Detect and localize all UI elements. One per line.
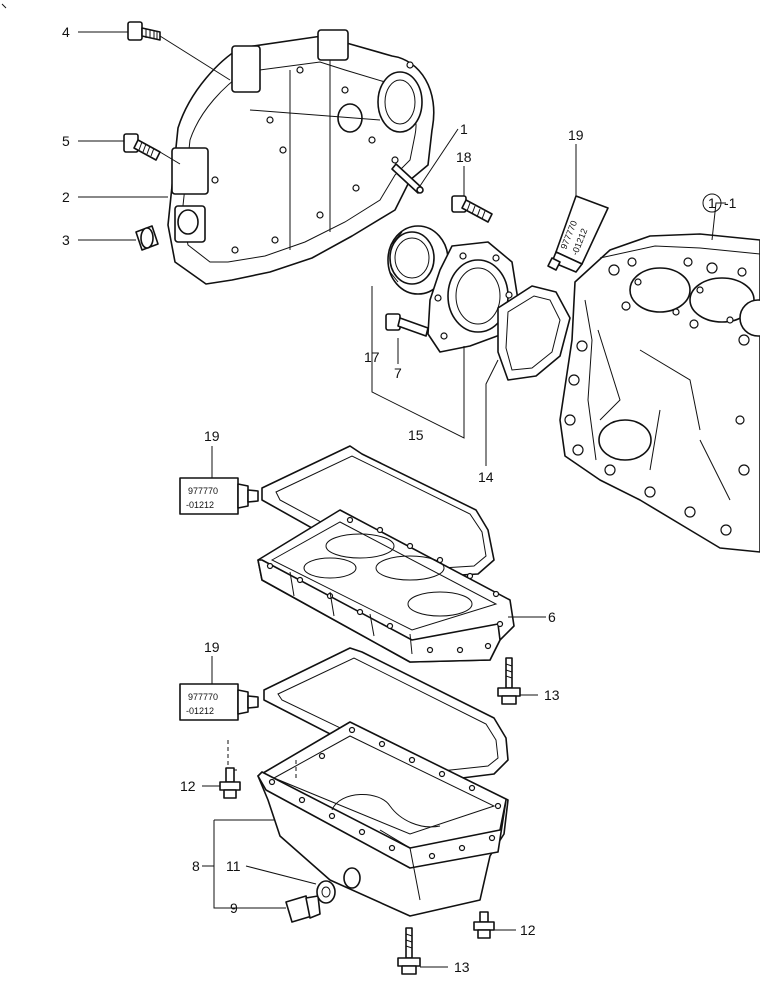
sealant-tube-2: 977770 -01212 <box>179 683 259 721</box>
callout-2: 2 <box>62 189 70 205</box>
callout-12-left: 12 <box>180 778 196 794</box>
callout-numbers: 4 5 2 3 1 18 19 1 -1 17 7 15 14 19 6 19 … <box>62 24 737 975</box>
bolt-7 <box>385 313 429 337</box>
callout-19-low: 19 <box>204 639 220 655</box>
bolt-18 <box>451 195 493 223</box>
callout-18: 18 <box>456 149 472 165</box>
corner-mark <box>1 3 7 9</box>
washer <box>316 880 336 904</box>
gasket-14 <box>497 285 571 381</box>
callout-6: 6 <box>548 609 556 625</box>
callout-17: 17 <box>364 349 380 365</box>
reference-circle-number: 1 <box>708 195 716 211</box>
callout-13-lower: 13 <box>454 959 470 975</box>
callout-7: 7 <box>394 365 402 381</box>
oil-pan-adapter <box>257 509 515 663</box>
callout-4: 4 <box>62 24 70 40</box>
callout-15: 15 <box>408 427 424 443</box>
callout-9: 9 <box>230 900 238 916</box>
callout-8: 8 <box>192 858 200 874</box>
engine-block <box>559 233 760 553</box>
tube1-code-line2: -01212 <box>186 500 214 510</box>
callout-12-right: 12 <box>520 922 536 938</box>
tube1-code-line1: 977770 <box>188 486 218 496</box>
callout-11: 11 <box>226 858 241 874</box>
bolt-12-right <box>473 911 495 939</box>
oil-pan <box>227 721 509 917</box>
tube2-code-line2: -01212 <box>186 706 214 716</box>
bolt-4 <box>127 21 161 41</box>
callout-1: 1 <box>460 121 468 137</box>
reference-circle <box>702 193 722 213</box>
bolt-13-upper <box>497 657 521 705</box>
callout-13-upper: 13 <box>544 687 560 703</box>
sealant-tube-1: 977770 -01212 <box>179 477 259 515</box>
bolt-12-left <box>219 767 241 799</box>
reference-suffix: -1 <box>724 195 737 211</box>
flywheel-housing <box>167 29 435 285</box>
callout-3: 3 <box>62 232 70 248</box>
leader-lines <box>78 31 726 968</box>
tube2-code-line1: 977770 <box>188 692 218 702</box>
callout-14: 14 <box>478 469 494 485</box>
drain-plug <box>285 895 321 923</box>
oil-seal <box>387 225 449 295</box>
callout-19-mid: 19 <box>204 428 220 444</box>
bolt-5 <box>123 133 161 161</box>
callout-5: 5 <box>62 133 70 149</box>
bolt-13-lower <box>397 927 421 975</box>
seal-housing <box>427 241 519 353</box>
plug-3 <box>135 225 159 251</box>
dowel-pin <box>391 163 424 194</box>
callout-19-top: 19 <box>568 127 584 143</box>
